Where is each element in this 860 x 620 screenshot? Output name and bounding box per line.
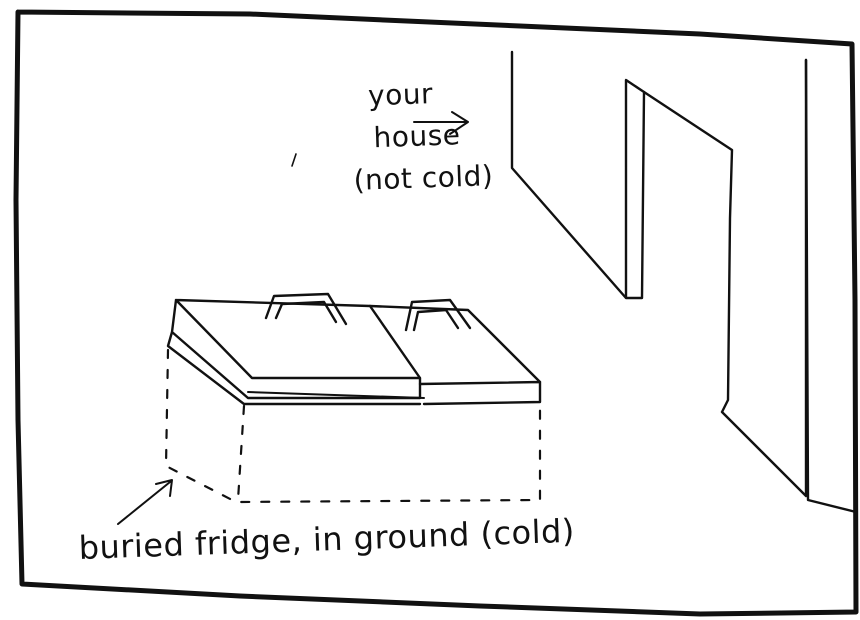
fridge-buried-outline	[166, 350, 540, 502]
house-label: your house (not cold)	[350, 71, 494, 202]
fridge-arrow	[118, 480, 172, 524]
house-label-line1: your	[350, 71, 491, 118]
house-wall-left	[512, 52, 644, 298]
fridge-lid-right	[370, 306, 540, 404]
house-label-line2: house	[351, 113, 492, 160]
handle-left-icon	[266, 294, 346, 324]
stray-mark	[292, 154, 296, 166]
fridge-lid-left	[168, 300, 420, 404]
handle-right-icon	[406, 300, 470, 330]
house-wall-right	[806, 60, 856, 512]
house-doorway	[644, 60, 806, 496]
house-label-line3: (not cold)	[353, 155, 494, 202]
